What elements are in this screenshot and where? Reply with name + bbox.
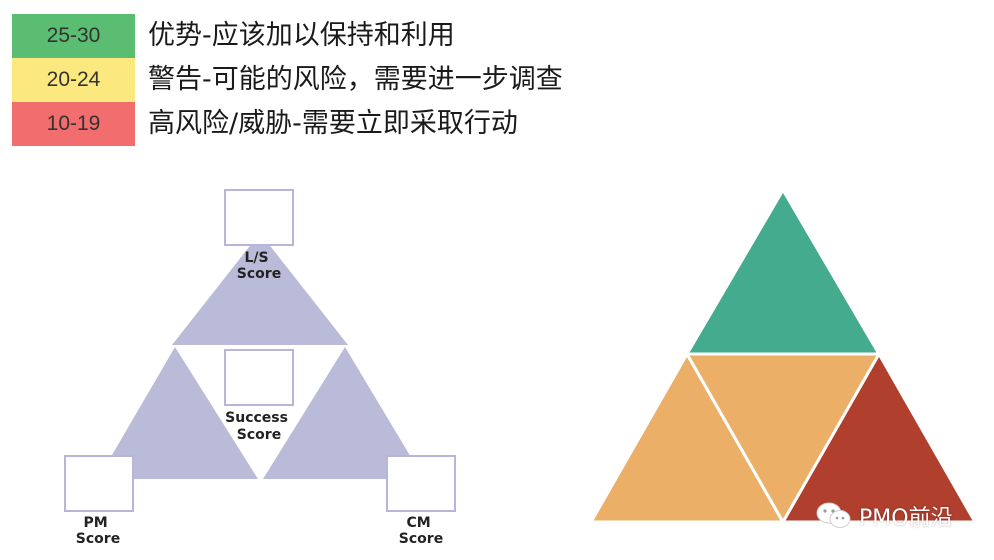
legend-row-warning: 20-24 警告-可能的风险，需要进一步调查: [12, 58, 612, 102]
watermark-text: PMO前沿: [859, 506, 953, 531]
colored-triangle-diagram: [589, 188, 977, 524]
watermark: PMO前沿: [815, 500, 953, 532]
colored-triangle-right: [781, 352, 977, 524]
success-score-box: [224, 349, 294, 406]
ls-score-label: L/S Score: [237, 250, 281, 282]
legend-range-warning: 20-24: [12, 58, 135, 102]
legend-text-risk: 高风险/威胁-需要立即采取行动: [148, 108, 518, 139]
legend-row-strength: 25-30 优势-应该加以保持和利用: [12, 14, 612, 58]
cm-score-triangle: [263, 347, 424, 479]
colored-triangle-top: [685, 188, 881, 356]
score-triangle-diagram: L/S Score Success Score PM Score CM Scor…: [64, 189, 456, 547]
legend-range-risk: 10-19: [12, 102, 135, 146]
pm-score-triangle: [98, 347, 258, 479]
cm-score-box: [386, 455, 456, 512]
legend-range-strength: 25-30: [12, 14, 135, 58]
ls-score-triangle: [172, 233, 348, 345]
legend-text-warning: 警告-可能的风险，需要进一步调查: [148, 64, 563, 95]
pm-score-label: PM Score: [76, 515, 120, 547]
wechat-icon: [816, 502, 851, 528]
legend-text-strength: 优势-应该加以保持和利用: [148, 20, 455, 51]
pm-score-box: [64, 455, 134, 512]
cm-score-label: CM Score: [399, 515, 443, 547]
legend-row-risk: 10-19 高风险/威胁-需要立即采取行动: [12, 102, 612, 146]
success-score-label: Success Score: [225, 410, 293, 443]
ls-score-box: [224, 189, 294, 246]
